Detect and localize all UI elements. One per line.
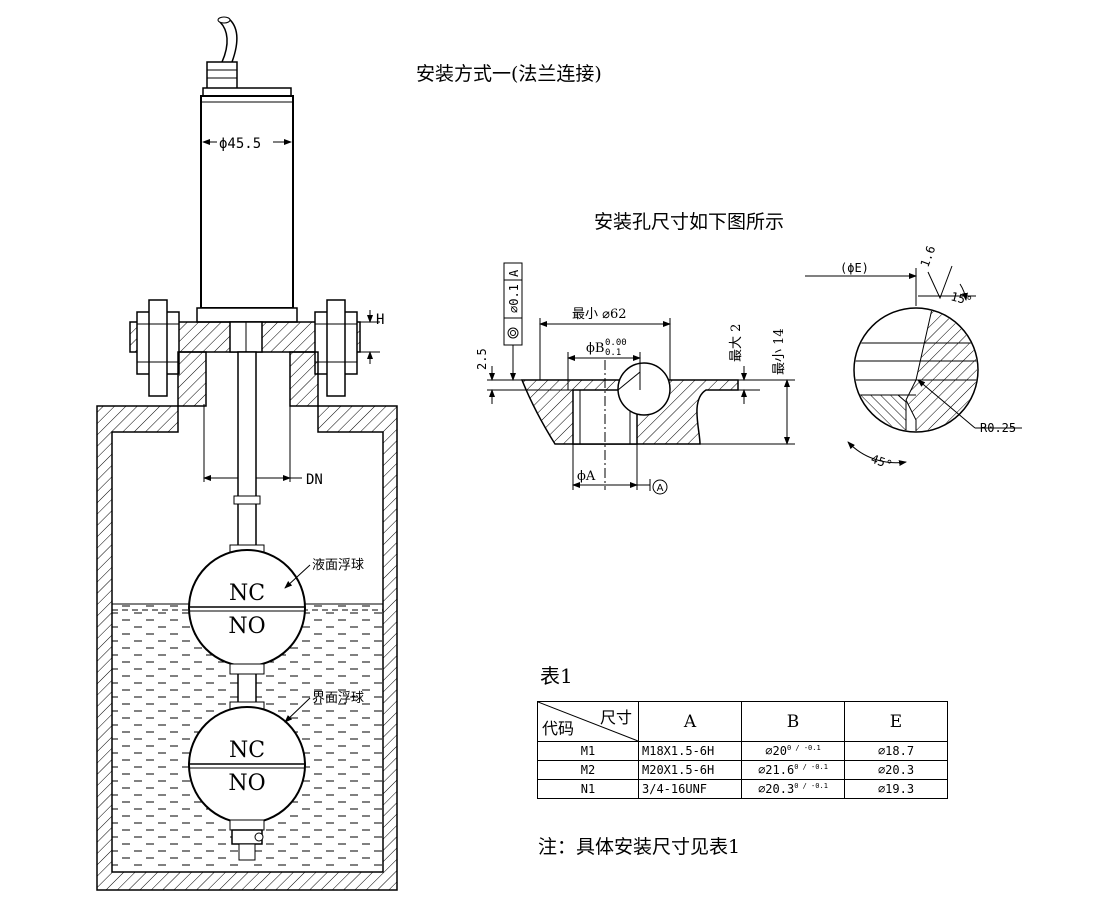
upper-float-nc: NC: [229, 581, 265, 606]
cell-b-tol: 0 / -0.1: [786, 744, 821, 752]
o-ring: [617, 362, 671, 416]
corner-row-label: 代码: [542, 719, 575, 738]
upper-float: NC NO: [188, 544, 306, 675]
lower-float-no: NO: [228, 771, 265, 796]
header-A: A: [638, 701, 742, 742]
dim-DN: DN: [306, 472, 323, 488]
dim-min-14: 最小 14: [772, 328, 787, 375]
dim-angle-45: 45°: [869, 452, 894, 473]
dim-angle-15: 15°: [949, 289, 974, 308]
header-B: B: [741, 701, 845, 742]
cell-a: M20X1.5-6H: [638, 760, 742, 780]
dim-2-5: 2.5: [475, 348, 489, 370]
lower-float-nc: NC: [229, 738, 265, 763]
tolerance-frame: ⌀0.1 A: [503, 262, 523, 381]
float-switch-assembly: ϕ45.5 H: [96, 16, 398, 891]
cell-b: ⌀20.30 / -0.1: [741, 779, 845, 799]
sensor-housing: [200, 95, 294, 309]
cell-e: ⌀20.3: [844, 760, 948, 780]
dim-r-0-25: R0.25: [980, 421, 1016, 435]
cell-a: 3/4-16UNF: [638, 779, 742, 799]
table-corner-cell: 尺寸 代码: [537, 701, 639, 742]
tolerance-value: ⌀0.1: [507, 284, 521, 313]
dim-body-diameter: ϕ45.5: [219, 136, 261, 152]
dim-min-62: 最小 ⌀62: [572, 307, 627, 322]
dim-phiB-tol-upper: 0.00: [605, 338, 627, 348]
dim-max-2: 最大 2: [729, 324, 744, 362]
cable-gland: [206, 61, 238, 91]
cell-code: M2: [537, 760, 639, 780]
cell-code: N1: [537, 779, 639, 799]
detail-view: (ϕE) 1.6 15° R0.25 45°: [805, 244, 1022, 472]
dim-phiE: (ϕE): [840, 261, 869, 275]
cable: [217, 16, 238, 63]
cell-e: ⌀19.3: [844, 779, 948, 799]
lower-float-label: 界面浮球: [312, 691, 364, 706]
flange: [129, 299, 361, 397]
hole-section: 最小 ⌀62 ϕB 0.00 0.1 2.5 ⌀0.1 A 最大 2: [475, 262, 795, 495]
corner-col-label: 尺寸: [599, 708, 632, 727]
spec-table: 尺寸 代码 A B E M1 M18X1.5-6H ⌀200 / -0.1 ⌀1…: [537, 701, 948, 799]
cell-code: M1: [537, 741, 639, 761]
dim-phiB: ϕB: [586, 341, 604, 356]
table-row: M1 M18X1.5-6H ⌀200 / -0.1 ⌀18.7: [537, 741, 948, 761]
table-caption: 表1: [540, 664, 573, 688]
tolerance-datum: A: [507, 269, 521, 277]
cell-b-tol: 0 / -0.1: [794, 782, 828, 790]
hole-title: 安装孔尺寸如下图所示: [594, 211, 784, 233]
table-header-row: 尺寸 代码 A B E: [537, 701, 948, 742]
corner-diagonal: [538, 702, 638, 741]
header-E: E: [844, 701, 948, 742]
table-row: M2 M20X1.5-6H ⌀21.60 / -0.1 ⌀20.3: [537, 760, 948, 780]
cell-b-value: ⌀21.6: [758, 763, 795, 777]
install-note: 注：具体安装尺寸见表1: [538, 836, 741, 858]
upper-float-label: 液面浮球: [312, 558, 364, 573]
cell-b: ⌀200 / -0.1: [741, 741, 845, 761]
dim-phiB-tol-lower: 0.1: [605, 348, 621, 358]
table-row: N1 3/4-16UNF ⌀20.30 / -0.1 ⌀19.3: [537, 779, 948, 799]
dim-H: H: [376, 312, 384, 328]
cell-b-value: ⌀20.3: [758, 782, 795, 796]
install-title: 安装方式一(法兰连接): [416, 63, 602, 85]
cell-b-value: ⌀20: [765, 744, 787, 758]
upper-float-no: NO: [228, 614, 265, 639]
dim-1-6: 1.6: [918, 244, 939, 269]
dim-phiA: ϕA: [577, 469, 596, 484]
datum-A: A: [657, 483, 664, 494]
cell-a: M18X1.5-6H: [638, 741, 742, 761]
cell-b-tol: 0 / -0.1: [794, 763, 828, 771]
cell-e: ⌀18.7: [844, 741, 948, 761]
cell-b: ⌀21.60 / -0.1: [741, 760, 845, 780]
